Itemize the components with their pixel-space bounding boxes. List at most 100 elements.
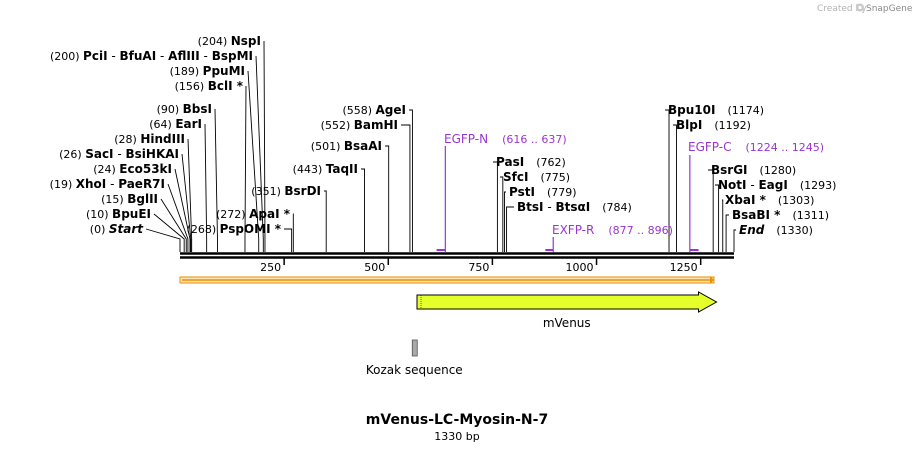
site-eari: (64) EarI	[149, 117, 208, 252]
site-bpu10i: Bpu10I(1174)	[665, 103, 764, 252]
site-separator: -	[200, 49, 212, 63]
site-label: XbaI *(1303)	[725, 193, 814, 207]
site-position: (351)	[251, 185, 284, 198]
enzyme-name: BclI *	[208, 79, 244, 93]
enzyme-name: End	[739, 223, 765, 237]
site-cut-line	[153, 213, 185, 252]
site-label: (24) Eco53kI	[93, 162, 172, 176]
site-cut-line	[504, 191, 506, 252]
site-position: (501)	[311, 140, 344, 153]
enzyme-name: PspOMI *	[220, 222, 282, 236]
site-pasi: PasI(762)	[493, 155, 566, 252]
site-position: (200)	[50, 50, 83, 63]
site-label: SfcI(775)	[503, 170, 570, 184]
site-cut-line	[722, 199, 724, 252]
site-position: (15)	[101, 193, 127, 206]
primer-range: (1224 .. 1245)	[745, 141, 824, 154]
site-cut-line	[401, 124, 411, 252]
site-cut-line	[506, 206, 514, 252]
enzyme-name: BlpI	[676, 118, 702, 132]
site-label: (443) TaqII	[293, 162, 358, 176]
site-ppumi: (189) PpuMI	[170, 64, 260, 252]
site-label: (351) BsrDI	[251, 184, 321, 198]
primer-label: EGFP-N (616 .. 637)	[444, 132, 567, 146]
site-sfci: SfcI(775)	[500, 170, 570, 252]
enzyme-name: BglII	[127, 192, 158, 206]
site-label: (0) Start	[90, 222, 144, 236]
site-cut-line	[181, 153, 192, 252]
site-position: (268)	[187, 223, 220, 236]
site-hindiii: (28) HindIII	[114, 132, 193, 252]
orf-arrow	[179, 276, 715, 284]
site-btsi-bts-i: BtsI - BtsαI(784)	[506, 200, 632, 252]
enzyme-name: BfuAI	[120, 49, 157, 63]
primer-label: EGFP-C(1224 .. 1245)	[688, 140, 824, 154]
site-separator: -	[156, 49, 168, 63]
site-xbai: XbaI *(1303)	[722, 193, 814, 252]
credit-created-by: Created by	[817, 4, 867, 14]
mvenus-label: mVenus	[543, 316, 591, 330]
site-blpi: BlpI(1192)	[673, 118, 751, 252]
enzyme-name: BsrDI	[284, 184, 321, 198]
map-length: 1330 bp	[434, 430, 479, 443]
site-position: (1311)	[792, 209, 829, 222]
site-label: BsrGI (1280)	[711, 163, 796, 177]
kozak-label: Kozak sequence	[366, 363, 463, 377]
site-bcli: (156) BclI *	[175, 79, 247, 252]
site-cut-line	[255, 55, 264, 252]
site-cut-line	[244, 85, 247, 252]
enzyme-name: Start	[109, 222, 144, 236]
site-cut-line	[284, 228, 293, 252]
enzyme-name: XbaI *	[725, 193, 767, 207]
site-position: (64)	[149, 118, 175, 131]
enzyme-name: BtsI	[517, 200, 544, 214]
site-bpuei: (10) BpuEI	[86, 207, 185, 252]
enzyme-name: HindIII	[140, 132, 185, 146]
primer-name: EGFP-N	[444, 132, 488, 146]
axis-tick-label: 1000	[566, 261, 594, 274]
enzyme-name: PciI	[83, 49, 108, 63]
enzyme-name: AflIII	[168, 49, 200, 63]
site-position: (443)	[293, 163, 326, 176]
site-cut-line	[733, 229, 736, 252]
site-cut-line	[187, 138, 193, 252]
site-cut-line	[204, 123, 208, 252]
site-label: (558) AgeI	[342, 103, 406, 117]
site-cut-line	[263, 40, 266, 252]
site-position: (1330)	[776, 224, 813, 237]
site-position: (156)	[175, 80, 208, 93]
enzyme-name: NotI	[718, 178, 747, 192]
site-cut-line	[385, 145, 390, 252]
feature-kozak-sequence: Kozak sequence	[366, 339, 463, 377]
site-label: (90) BbsI	[157, 102, 212, 116]
primer-name: EXFP-R	[552, 223, 594, 237]
axis-tick-label: 1250	[670, 261, 698, 274]
site-position: (779)	[547, 186, 577, 199]
enzyme-name: Eco53kI	[119, 162, 172, 176]
credit-brand: SnapGene	[866, 4, 913, 14]
site-position: (1280)	[760, 164, 797, 177]
site-label: BtsI - BtsαI(784)	[517, 200, 632, 214]
site-label: NotI - EagI(1293)	[718, 178, 836, 192]
site-cut-line	[500, 176, 504, 252]
enzyme-name: BspMI	[212, 49, 253, 63]
site-position: (0)	[90, 223, 109, 236]
primer-exfp-r: EXFP-R(877 .. 896)	[545, 223, 673, 252]
site-cut-line	[673, 124, 677, 252]
site-label: (15) BglII	[101, 192, 158, 206]
kozak-box	[411, 339, 418, 357]
site-cut-line	[324, 190, 327, 252]
site-separator: -	[747, 178, 759, 192]
site-label: (200) PciI - BfuAI - AflIII - BspMI	[50, 49, 253, 63]
site-position: (1174)	[727, 104, 764, 117]
primer-range: (616 .. 637)	[502, 133, 567, 146]
site-label: (19) XhoI - PaeR7I	[50, 177, 165, 191]
site-label: (28) HindIII	[114, 132, 185, 146]
site-separator: -	[544, 200, 556, 214]
site-cut-line	[493, 161, 498, 252]
site-position: (24)	[93, 163, 119, 176]
site-label: (552) BamHI	[321, 118, 398, 132]
site-label: (272) ApaI *	[216, 207, 291, 221]
enzyme-name: XhoI	[76, 177, 107, 191]
enzyme-name: BsrGI	[711, 163, 748, 177]
